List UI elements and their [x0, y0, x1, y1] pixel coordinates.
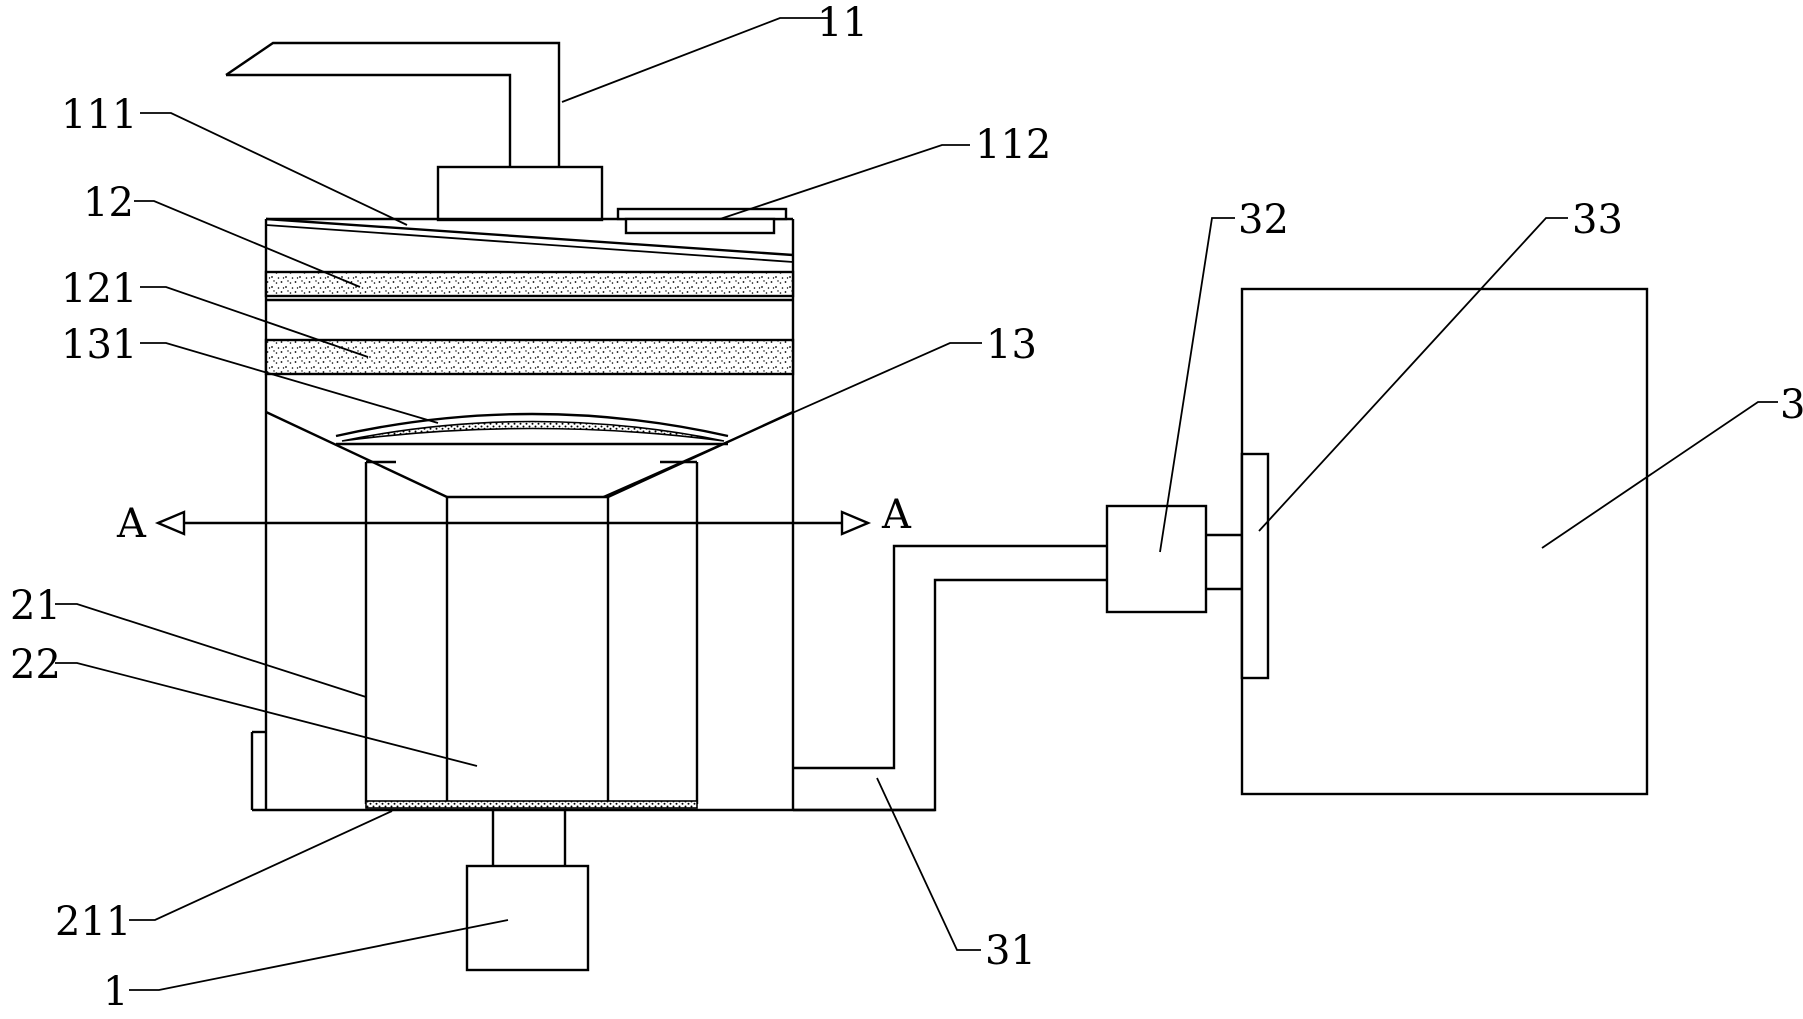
label-31: 31	[985, 928, 1036, 974]
section-label-left: A	[116, 501, 147, 547]
label-22: 22	[10, 642, 61, 688]
section-line-a-a	[154, 510, 872, 536]
label-3: 3	[1780, 382, 1803, 428]
label-112: 112	[975, 122, 1051, 168]
tank	[1240, 287, 1649, 796]
main-housing	[250, 217, 935, 812]
label-131: 131	[61, 322, 137, 368]
leader-lines	[55, 17, 1778, 991]
label-21: 21	[10, 583, 61, 629]
label-111: 111	[61, 92, 137, 138]
label-121: 121	[61, 266, 137, 312]
filter-layer-12	[264, 270, 795, 298]
arc-mesh	[335, 412, 729, 446]
label-211: 211	[55, 899, 131, 945]
pump	[1105, 504, 1208, 614]
connecting-pipe	[793, 544, 1107, 812]
bottom-mesh	[365, 800, 698, 809]
shaft	[1206, 533, 1242, 591]
label-33: 33	[1572, 197, 1623, 243]
base-motor	[465, 810, 590, 972]
filter-layer-121	[264, 338, 795, 376]
top-component	[616, 207, 788, 235]
label-32: 32	[1238, 197, 1289, 243]
label-1: 1	[103, 969, 128, 1015]
section-label-right: A	[881, 492, 912, 538]
outlet-pipe	[225, 41, 604, 222]
central-column	[445, 497, 610, 804]
label-12: 12	[83, 180, 134, 226]
inner-cylinder	[364, 460, 699, 804]
inclined-plate	[265, 217, 794, 263]
label-13: 13	[986, 322, 1037, 368]
label-11: 11	[817, 0, 868, 46]
